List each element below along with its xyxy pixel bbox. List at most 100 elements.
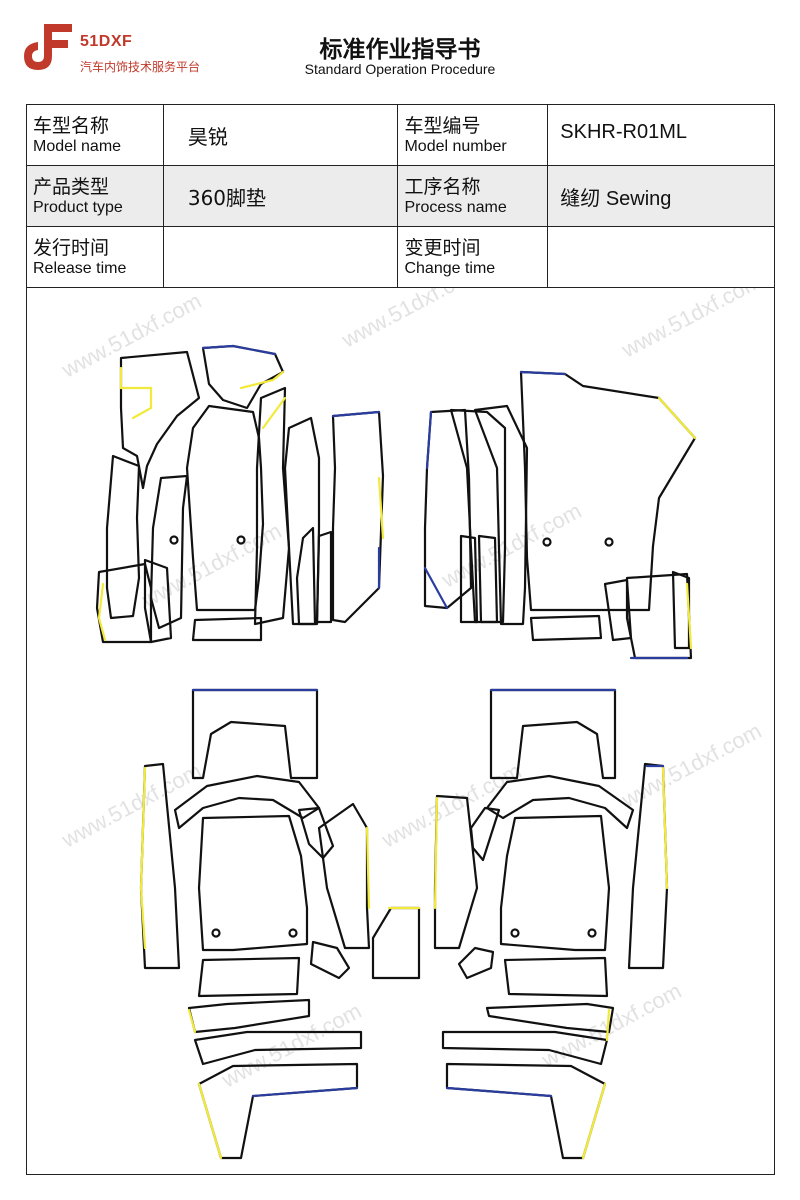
- pattern-piece: [283, 416, 321, 626]
- blue-edge-marker: [201, 344, 277, 356]
- pattern-piece: [119, 350, 201, 490]
- model-name-label-cell: 车型名称 Model name: [26, 104, 164, 166]
- yellow-edge-marker: [97, 582, 107, 642]
- pattern-piece: [457, 946, 495, 980]
- yellow-edge-marker: [239, 370, 285, 390]
- product-type-value-cell: 360脚垫: [162, 165, 399, 227]
- yellow-edge-marker: [433, 796, 439, 910]
- pattern-piece: [441, 1030, 609, 1066]
- brand-tagline: 汽车内饰技术服务平台: [80, 60, 201, 74]
- watermark-text: www.51dxf.com: [437, 498, 586, 593]
- blue-edge-marker: [251, 1086, 359, 1098]
- pattern-piece: [201, 344, 285, 410]
- watermark-layer: www.51dxf.com www.51dxf.com www.51dxf.co…: [57, 288, 766, 1093]
- info-table: 车型名称 Model name 昊锐 车型编号 Model number SKH…: [26, 104, 775, 288]
- process-name-value-cell: 缝纫 Sewing: [547, 165, 775, 227]
- blue-edge-marker: [445, 1086, 553, 1098]
- yellow-edge-marker: [581, 1082, 607, 1160]
- pattern-piece: [485, 1002, 615, 1034]
- yellow-edge-marker: [661, 766, 669, 890]
- model-name-value: 昊锐: [187, 125, 228, 149]
- pattern-piece: [445, 1062, 607, 1160]
- change-time-label-cell: 变更时间 Change time: [397, 226, 549, 288]
- change-time-label-zh: 变更时间: [404, 237, 481, 259]
- model-name-label-zh: 车型名称: [33, 115, 110, 137]
- pattern-hole: [211, 928, 221, 938]
- pattern-piece: [529, 614, 603, 642]
- pattern-hole: [542, 537, 552, 547]
- yellow-edge-marker: [139, 766, 147, 950]
- yellow-edge-marker: [377, 476, 385, 540]
- brand-logo-icon: [24, 24, 72, 70]
- release-time-value: [164, 227, 398, 243]
- pattern-piece: [105, 454, 141, 620]
- blue-edge-marker: [423, 566, 449, 610]
- process-name-label-cell: 工序名称 Process name: [397, 165, 549, 227]
- pattern-piece: [469, 806, 501, 862]
- product-type-label-cell: 产品类型 Product type: [26, 165, 164, 227]
- pattern-piece: [625, 572, 693, 660]
- change-time-label-en: Change time: [404, 260, 496, 277]
- yellow-edge-marker: [119, 366, 153, 420]
- process-name-value: 缝纫 Sewing: [560, 188, 672, 210]
- watermark-text: www.51dxf.com: [377, 758, 526, 853]
- process-name-label-en: Process name: [404, 199, 507, 216]
- pattern-piece: [371, 906, 421, 980]
- watermark-text: www.51dxf.com: [57, 288, 206, 383]
- brand-name: 51DXF: [80, 33, 133, 50]
- pattern-piece: [191, 616, 263, 642]
- document-title: 标准作业指导书: [319, 37, 481, 63]
- pattern-hole: [510, 928, 520, 938]
- pattern-piece: [95, 562, 153, 644]
- document-header: 51DXF 汽车内饰技术服务平台 标准作业指导书 Standard Operat…: [0, 0, 800, 100]
- product-type-value: 360脚垫: [187, 186, 267, 210]
- pattern-piece: [187, 998, 311, 1034]
- change-time-value-cell: [547, 226, 775, 288]
- pattern-piece: [459, 534, 479, 624]
- model-number-label-zh: 车型编号: [404, 115, 481, 137]
- pattern-piece: [191, 688, 319, 780]
- pattern-piece: [485, 774, 635, 830]
- pattern-piece: [477, 534, 499, 624]
- yellow-edge-marker: [605, 1008, 611, 1042]
- pattern-piece: [603, 578, 633, 642]
- release-time-label-cell: 发行时间 Release time: [26, 226, 164, 288]
- watermark-text: www.51dxf.com: [57, 758, 206, 853]
- watermark-text: www.51dxf.com: [617, 718, 766, 813]
- process-name-label-zh: 工序名称: [404, 176, 481, 198]
- release-time-value-cell: [162, 226, 399, 288]
- pattern-piece: [295, 526, 317, 626]
- watermark-text: www.51dxf.com: [217, 998, 366, 1093]
- yellow-edge-marker: [261, 396, 287, 430]
- pattern-hole: [288, 928, 298, 938]
- pattern-piece: [143, 558, 173, 644]
- pattern-piece: [197, 814, 309, 952]
- watermark-text: www.51dxf.com: [337, 288, 486, 353]
- blue-edge-marker: [519, 370, 567, 376]
- pattern-piece: [503, 956, 609, 998]
- release-time-label-zh: 发行时间: [33, 237, 110, 259]
- pattern-piece: [309, 940, 351, 980]
- model-name-label-en: Model name: [33, 138, 122, 155]
- pattern-piece: [449, 408, 507, 624]
- floor-mat-pattern-diagram: www.51dxf.com www.51dxf.com www.51dxf.co…: [57, 288, 766, 1160]
- pattern-drawing-panel: www.51dxf.com www.51dxf.com www.51dxf.co…: [26, 288, 775, 1175]
- yellow-edge-marker: [365, 826, 371, 910]
- pattern-piece: [671, 570, 691, 650]
- blue-edge-marker: [331, 410, 381, 418]
- yellow-edge-marker: [187, 1008, 197, 1034]
- model-name-value-cell: 昊锐: [162, 104, 399, 166]
- pattern-piece: [197, 956, 301, 998]
- yellow-edge-marker: [657, 396, 697, 440]
- pattern-piece: [315, 530, 333, 624]
- pattern-hole: [169, 535, 179, 545]
- info-row-time: 发行时间 Release time 变更时间 Change time: [26, 226, 775, 288]
- info-row-product: 产品类型 Product type 360脚垫 工序名称 Process nam…: [26, 165, 775, 227]
- yellow-edge-marker: [197, 1082, 223, 1160]
- model-number-label-cell: 车型编号 Model number: [397, 104, 549, 166]
- pattern-piece: [253, 386, 291, 626]
- pattern-hole: [604, 537, 614, 547]
- pattern-piece: [193, 1030, 363, 1066]
- pattern-piece: [499, 814, 611, 952]
- pattern-piece: [489, 688, 617, 780]
